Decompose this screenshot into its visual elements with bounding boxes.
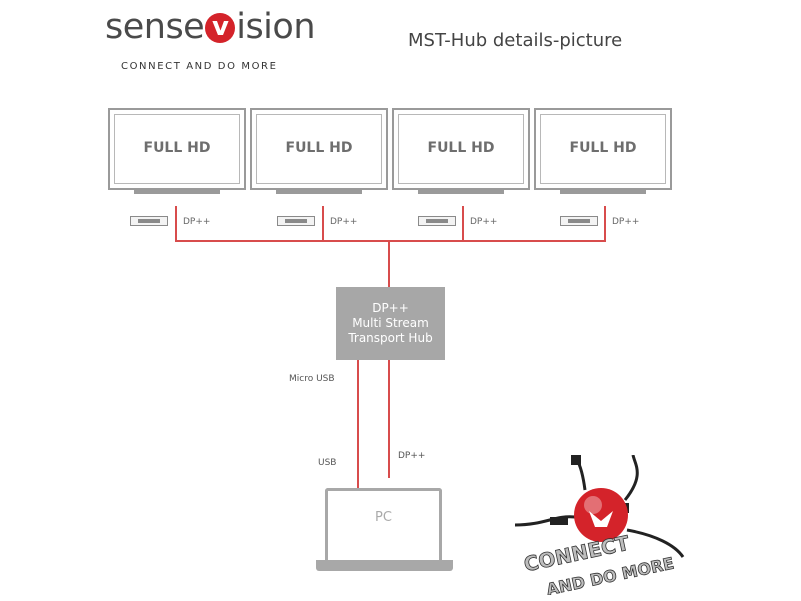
monitor-stand <box>134 190 220 194</box>
monitor-3: FULL HD <box>392 108 530 190</box>
dp-port-icon <box>130 216 168 226</box>
laptop-base <box>316 560 453 571</box>
port-label: DP++ <box>612 217 640 227</box>
connector-line <box>604 206 606 241</box>
connect-badge-graphic: CONNECT AND DO MORE <box>514 455 685 595</box>
usb-label: USB <box>318 458 337 468</box>
hub-line-1: DP++ <box>372 301 409 315</box>
bus-line <box>175 240 606 242</box>
port-label: DP++ <box>470 217 498 227</box>
dp-line <box>388 360 390 478</box>
hub-line-2: Multi Stream <box>352 316 429 330</box>
connector-line <box>322 206 324 241</box>
laptop-screen <box>325 488 442 560</box>
monitor-stand <box>418 190 504 194</box>
monitor-label: FULL HD <box>285 140 353 156</box>
dp-link-label: DP++ <box>398 451 426 461</box>
hub-uplink-line <box>388 240 390 287</box>
pc-label: PC <box>375 510 392 525</box>
port-label: DP++ <box>330 217 358 227</box>
dp-port-icon <box>418 216 456 226</box>
monitor-2: FULL HD <box>250 108 388 190</box>
monitor-stand <box>560 190 646 194</box>
connector-line <box>175 206 177 241</box>
monitor-label: FULL HD <box>143 140 211 156</box>
usb-line <box>357 360 359 488</box>
monitor-1: FULL HD <box>108 108 246 190</box>
connector-line <box>462 206 464 241</box>
port-label: DP++ <box>183 217 211 227</box>
monitor-label: FULL HD <box>569 140 637 156</box>
logo-v-icon: v <box>205 13 236 43</box>
logo-text-right: ision <box>236 7 315 47</box>
monitor-label: FULL HD <box>427 140 495 156</box>
logo-text-left: sense <box>105 7 205 47</box>
monitor-4: FULL HD <box>534 108 672 190</box>
dp-port-icon <box>560 216 598 226</box>
mst-hub: DP++ Multi Stream Transport Hub <box>336 287 445 360</box>
hub-line-3: Transport Hub <box>348 331 433 345</box>
page-title: MST-Hub details-picture <box>408 30 623 51</box>
logo-tagline: CONNECT AND DO MORE <box>121 61 278 72</box>
dp-port-icon <box>277 216 315 226</box>
micro-usb-label: Micro USB <box>289 374 335 384</box>
monitor-stand <box>276 190 362 194</box>
